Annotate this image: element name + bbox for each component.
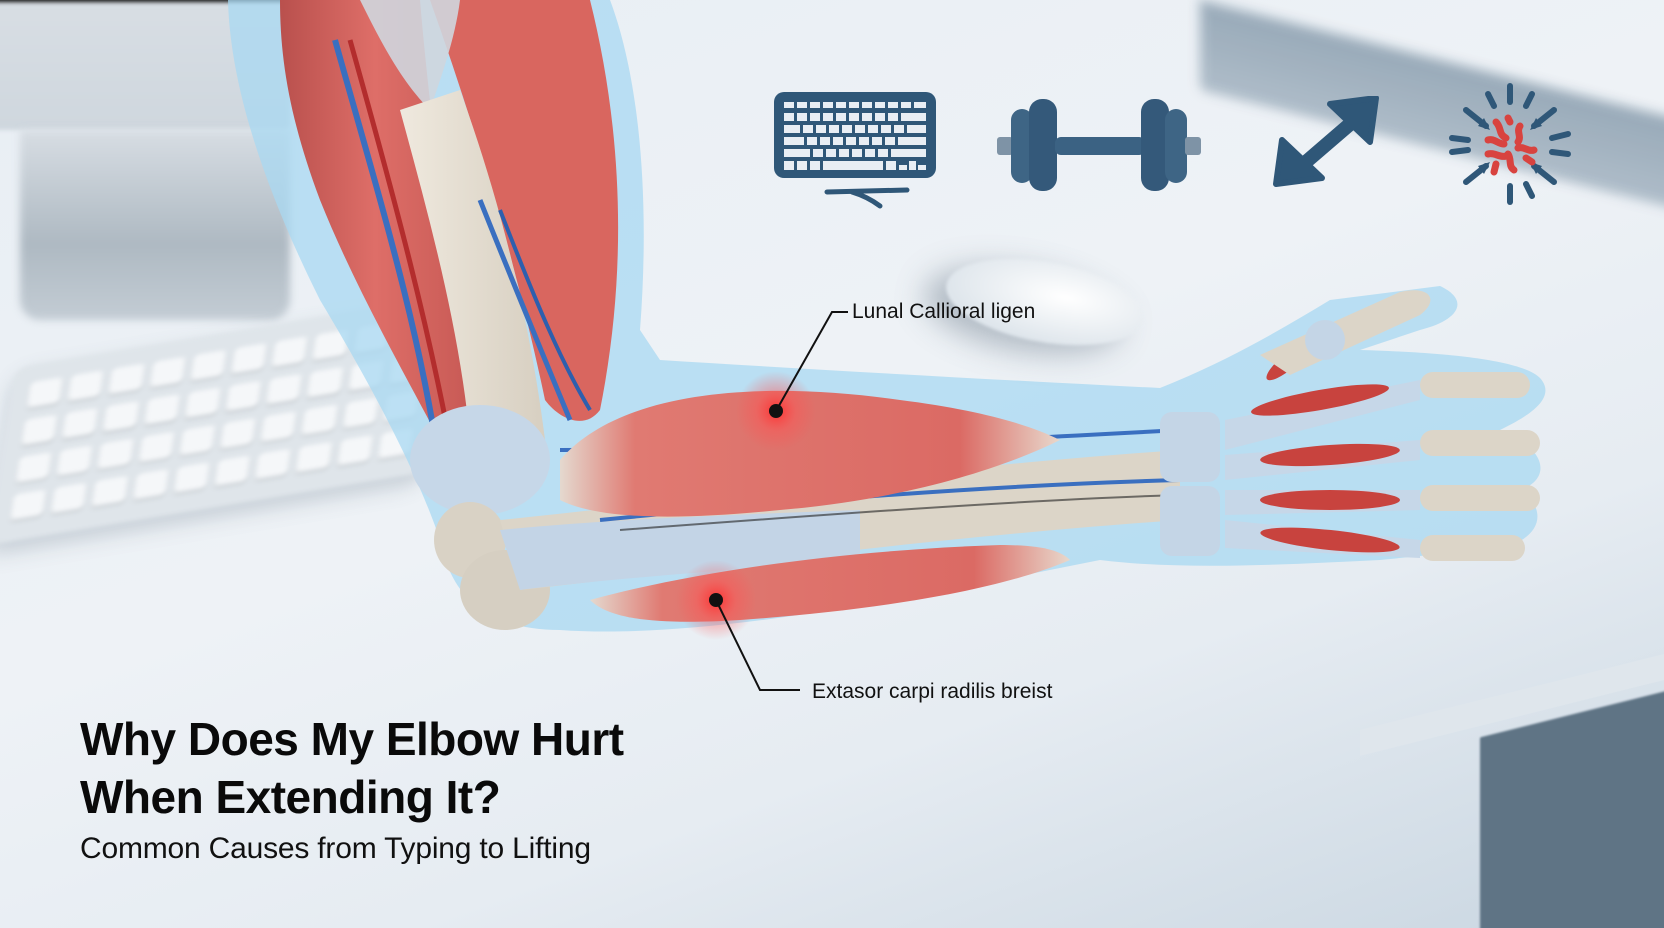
callout-label-upper: Lunal Callioral ligen bbox=[852, 300, 1036, 323]
headline-line-2: When Extending It? bbox=[80, 771, 501, 823]
title-block: Why Does My Elbow Hurt When Extending It… bbox=[80, 710, 624, 866]
inflammation-icon bbox=[1449, 83, 1571, 205]
dumbbell-icon bbox=[997, 99, 1201, 191]
monitor-stand-background bbox=[20, 130, 290, 320]
extension-arrow-icon bbox=[1273, 96, 1379, 187]
headline: Why Does My Elbow Hurt When Extending It… bbox=[80, 710, 624, 826]
headline-line-1: Why Does My Elbow Hurt bbox=[80, 713, 624, 765]
callout-label-lower: Extasor carpi radilis breist bbox=[812, 680, 1053, 703]
keyboard-icon bbox=[774, 92, 936, 209]
subtitle: Common Causes from Typing to Lifting bbox=[80, 832, 591, 865]
